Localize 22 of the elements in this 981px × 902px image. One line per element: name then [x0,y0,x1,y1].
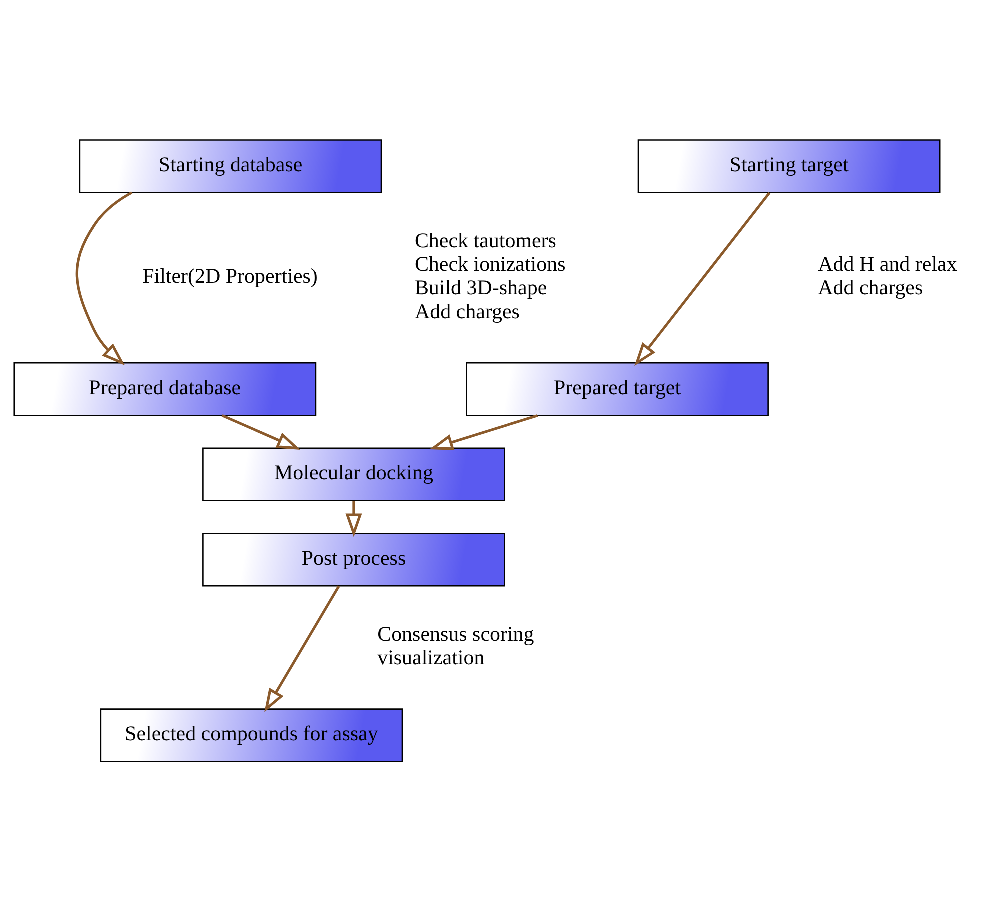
label: Build 3D-shape [414,276,547,300]
node-box: Starting target [637,140,940,194]
arrow [634,192,770,366]
node-box: Prepared database [13,362,316,416]
node-box: Prepared target [466,362,768,416]
label: Add H and relax [818,252,957,276]
label: Check ionizations [414,252,566,276]
label: Add charges [414,299,520,324]
arrow [429,414,538,450]
label: Add charges [818,276,923,300]
node-box: Molecular docking [202,448,505,502]
label: Filter(2D Properties) [142,264,318,288]
arrow [221,414,300,450]
node-box: Post process [202,532,505,587]
node-box: Selected compounds for assay [100,708,403,762]
arrow [75,192,132,366]
arrow [264,586,340,712]
arrow [345,501,362,538]
label: visualization [377,645,484,670]
label: Check tautomers [414,228,556,252]
node-box: Starting database [78,140,382,194]
label: Consensus scoring [377,622,534,646]
